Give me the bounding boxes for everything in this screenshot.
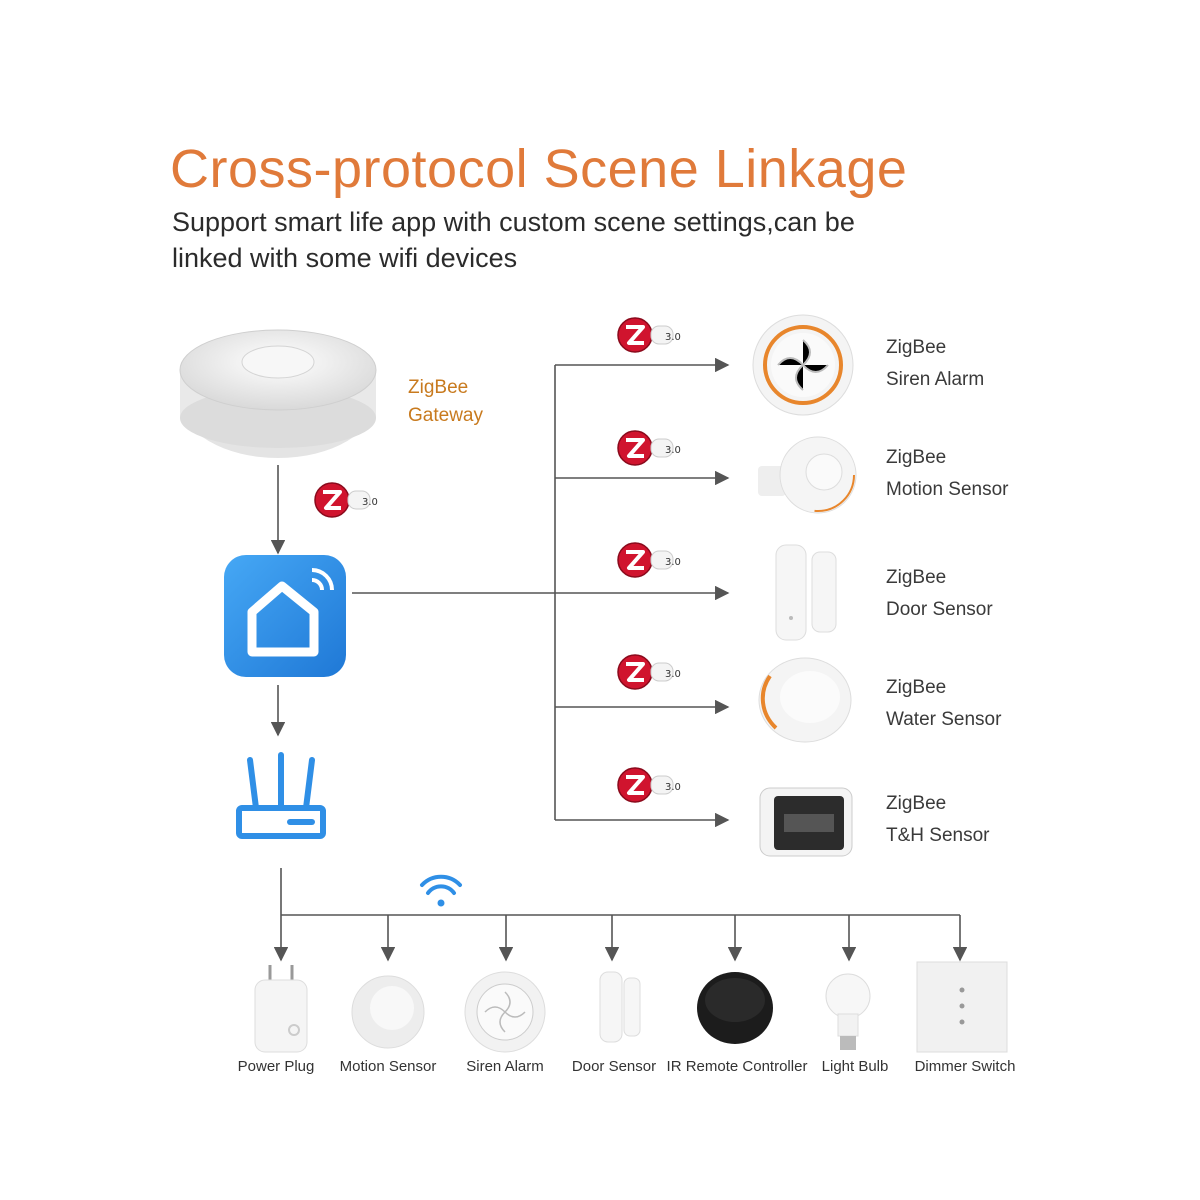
- wifi-device-label-siren-alarm: Siren Alarm: [466, 1058, 544, 1075]
- svg-text:3.0: 3.0: [665, 332, 681, 343]
- ir-remote-icon: [697, 972, 773, 1044]
- connector-lines: [270, 357, 968, 962]
- zigbee-badge-1: 3.0: [616, 316, 681, 354]
- wifi-device-label-door-sensor: Door Sensor: [571, 1058, 657, 1075]
- water-sensor-icon: [758, 657, 852, 743]
- zigbee-gateway-icon: [179, 329, 377, 458]
- svg-text:3.0: 3.0: [665, 445, 681, 456]
- light-bulb-icon: [825, 973, 871, 1050]
- door-sensor-wifi-icon: [599, 971, 641, 1043]
- wifi-device-label-light-bulb: Light Bulb: [821, 1058, 889, 1075]
- motion-sensor-wifi-icon: [351, 975, 425, 1049]
- wifi-device-label-power-plug: Power Plug: [237, 1058, 315, 1075]
- wifi-device-label-motion-sensor: Motion Sensor: [339, 1058, 437, 1075]
- svg-text:3.0: 3.0: [665, 782, 681, 793]
- motion-sensor-icon: [758, 436, 857, 514]
- wifi-router-icon: [236, 752, 326, 839]
- power-plug-icon: [254, 965, 308, 1053]
- wifi-signal-icon: [420, 874, 462, 907]
- wifi-device-label-dimmer-switch: Dimmer Switch: [914, 1058, 1016, 1075]
- svg-text:3.0: 3.0: [362, 497, 378, 508]
- page-title: Cross-protocol Scene Linkage: [170, 139, 908, 199]
- zigbee-badge-gateway: 3.0: [313, 481, 378, 519]
- door-sensor-icon: [775, 544, 837, 641]
- page-subtitle: Support smart life app with custom scene…: [172, 207, 855, 273]
- siren-alarm-wifi-icon: [464, 971, 546, 1053]
- dimmer-switch-icon: [916, 961, 1008, 1053]
- svg-text:3.0: 3.0: [665, 557, 681, 568]
- zigbee-badge-4: 3.0: [616, 653, 681, 691]
- th-sensor-icon: [759, 787, 853, 857]
- svg-text:3.0: 3.0: [665, 669, 681, 680]
- zigbee-badge-3: 3.0: [616, 541, 681, 579]
- zigbee-badge-5: 3.0: [616, 766, 681, 804]
- zigbee-badge-2: 3.0: [616, 429, 681, 467]
- wifi-device-label-ir-remote: IR Remote Controller: [666, 1058, 808, 1075]
- siren-alarm-icon: [752, 314, 854, 416]
- smart-life-app-icon: [224, 555, 346, 677]
